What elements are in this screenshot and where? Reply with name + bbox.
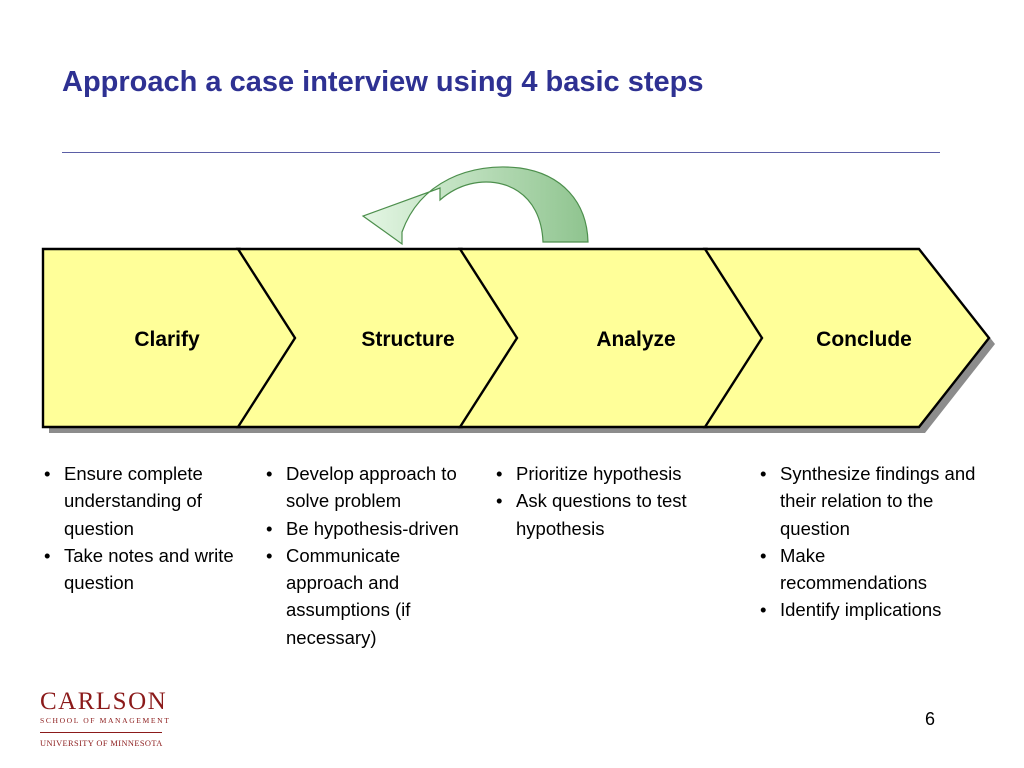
carlson-logo: CARLSON SCHOOL OF MANAGEMENT UNIVERSITY … — [40, 688, 171, 748]
loop-back-arrow-icon — [361, 166, 589, 246]
list-item: Communicate approach and assumptions (if… — [262, 542, 482, 651]
conclude-bullets: Synthesize findings and their relation t… — [756, 460, 976, 624]
list-item: Prioritize hypothesis — [492, 460, 740, 488]
logo-school: SCHOOL OF MANAGEMENT — [40, 716, 171, 725]
step-clarify: Clarify — [41, 247, 299, 429]
step-label-conclude: Conclude — [816, 328, 912, 351]
list-item: Make recommendations — [756, 542, 976, 597]
step-label-structure: Structure — [361, 328, 454, 351]
slide-title: Approach a case interview using 4 basic … — [62, 66, 704, 98]
list-item: Ensure complete understanding of questio… — [40, 460, 255, 542]
process-diagram: Clarify Structure Analyze Conclude — [41, 166, 995, 433]
step-label-analyze: Analyze — [596, 328, 675, 351]
list-item: Synthesize findings and their relation t… — [756, 460, 976, 542]
logo-university: UNIVERSITY OF MINNESOTA — [40, 739, 163, 748]
analyze-bullets: Prioritize hypothesis Ask questions to t… — [492, 460, 740, 542]
step-label-clarify: Clarify — [134, 328, 200, 351]
step-conclude: Conclude — [702, 247, 991, 429]
list-item: Be hypothesis-driven — [262, 515, 482, 543]
list-item: Ask questions to test hypothesis — [492, 487, 740, 542]
title-divider — [62, 152, 940, 153]
list-item: Take notes and write question — [40, 542, 255, 597]
list-item: Identify implications — [756, 596, 976, 624]
page-number: 6 — [925, 709, 936, 729]
logo-name: CARLSON — [40, 688, 168, 715]
list-item: Develop approach to solve problem — [262, 460, 482, 515]
step-analyze: Analyze — [457, 247, 766, 429]
logo-divider — [40, 732, 162, 733]
clarify-bullets: Ensure complete understanding of questio… — [40, 460, 255, 596]
structure-bullets: Develop approach to solve problem Be hyp… — [262, 460, 482, 651]
